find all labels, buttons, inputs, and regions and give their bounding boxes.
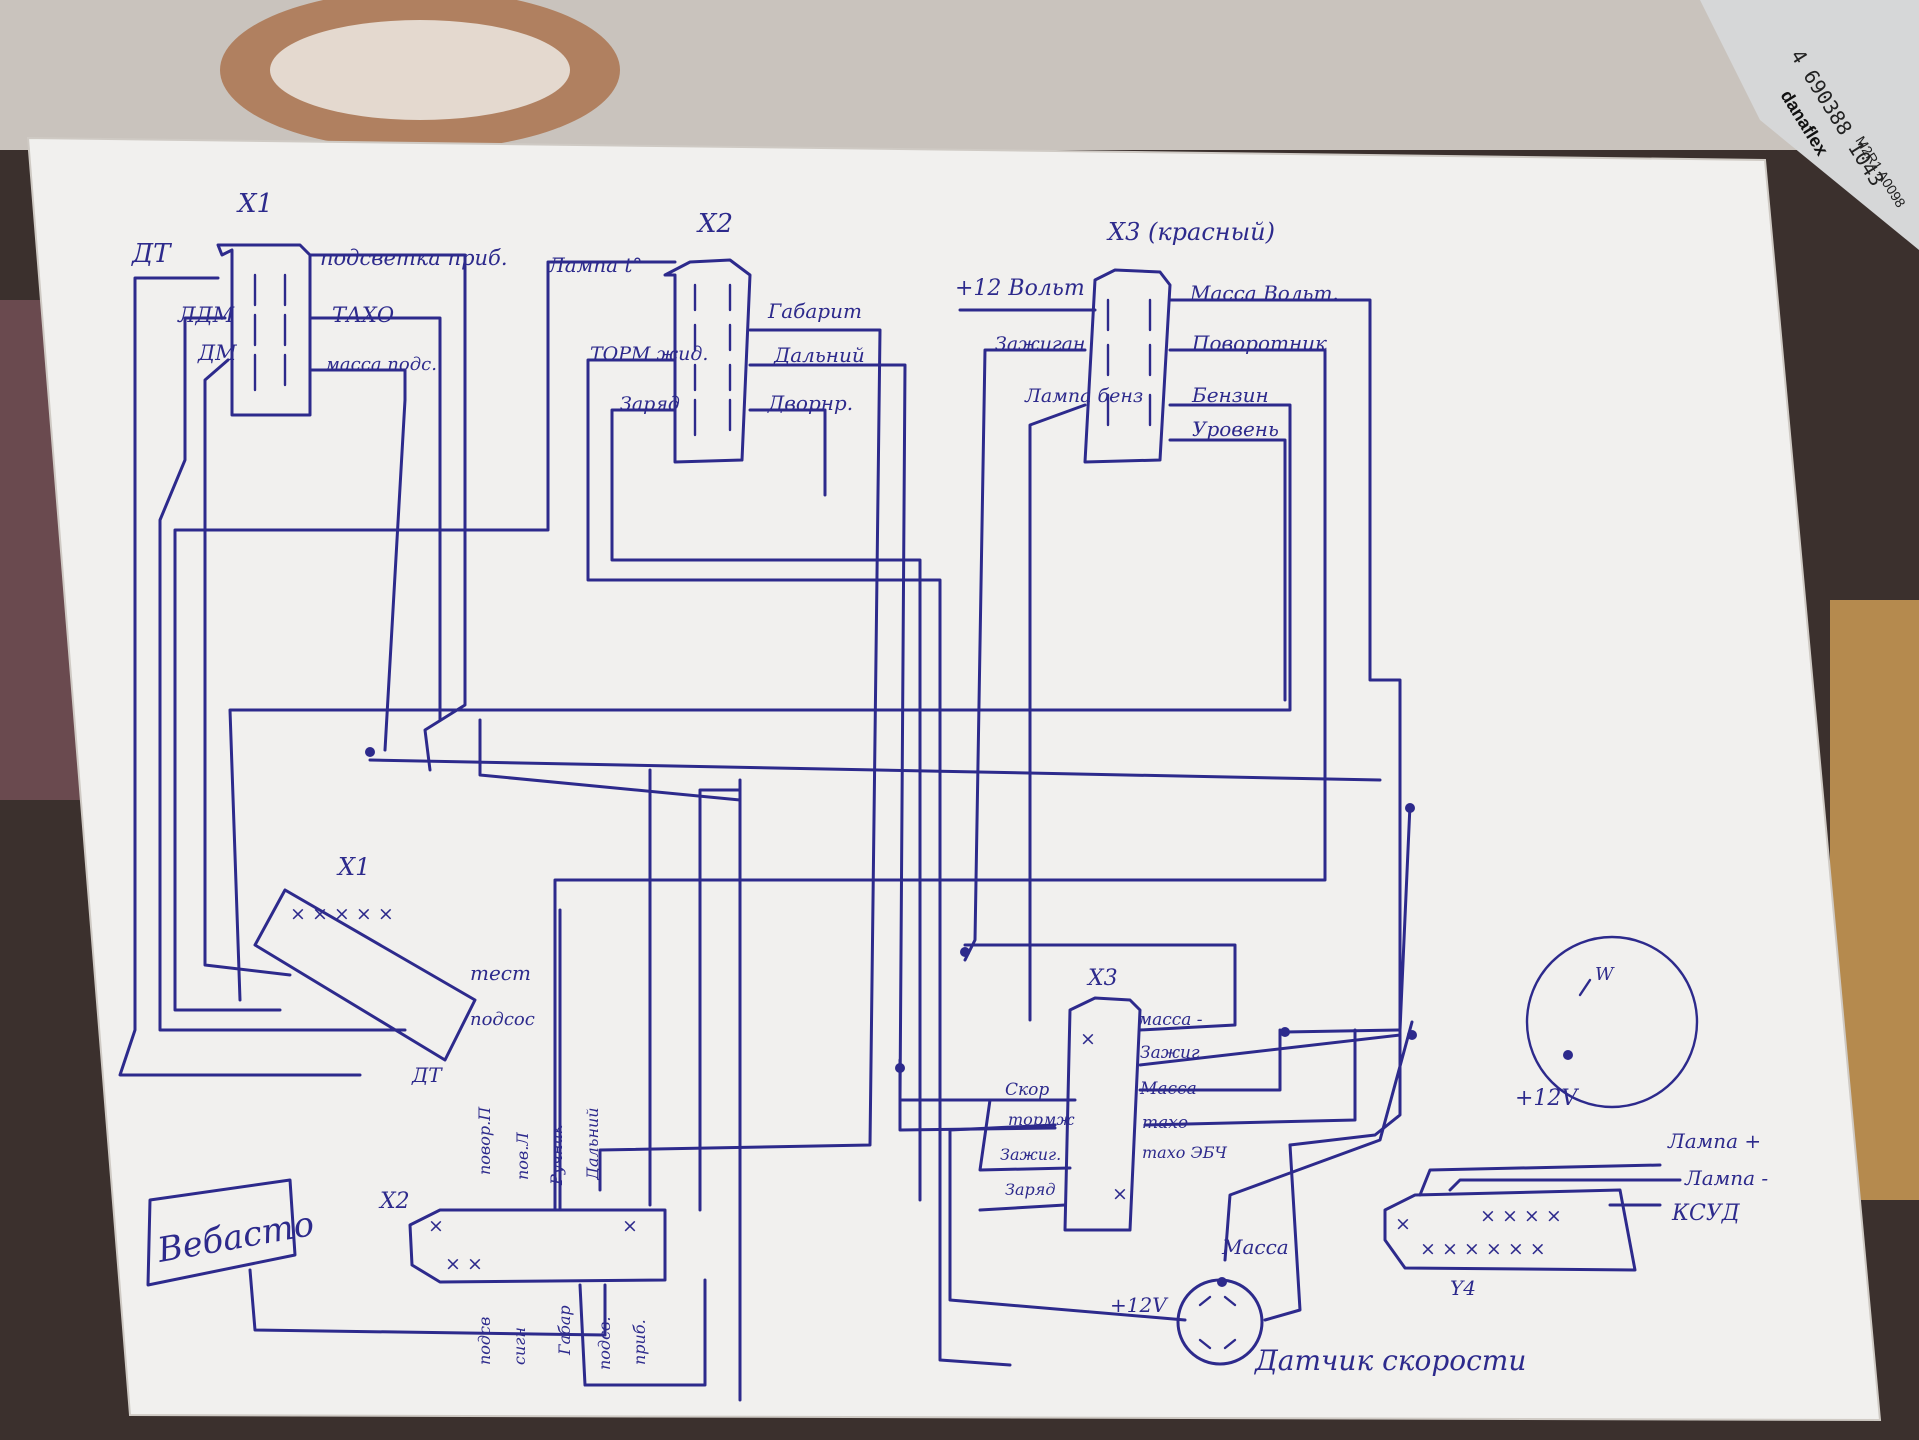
x1-pin-mass: масса подс. bbox=[325, 354, 437, 375]
x2-pin-charge: Заряд bbox=[620, 393, 680, 415]
package: 4 690388 1043 danaflex M2R1 A0098 bbox=[1700, 0, 1919, 250]
connector-x1-top: X1 ДТ ЛДМ ДМ подсветка приб. ТАХО масса … bbox=[131, 189, 508, 417]
x2b-pin-parking: Габар bbox=[555, 1305, 574, 1356]
speed-sensor-mass: Масса bbox=[1221, 1235, 1289, 1259]
connector-x3-top-title: X3 (красный) bbox=[1106, 218, 1275, 246]
x2b-pin-high-beam: Дальний bbox=[583, 1107, 602, 1181]
x3-pin-ignition: Зажиган bbox=[995, 333, 1085, 355]
x3-pin-fuel: Бензин bbox=[1191, 383, 1269, 407]
x3-pin-12v: +12 Вольт bbox=[955, 276, 1085, 301]
x2b-pin-turn-l: пов.Л bbox=[513, 1132, 532, 1180]
connector-x3-bottom-title: X3 bbox=[1086, 966, 1118, 991]
x3b-pin-mass-minus: масса - bbox=[1138, 1010, 1203, 1030]
x2b-pin-turn-r: повор.П bbox=[475, 1106, 494, 1175]
x2b-pin-signal: сигн bbox=[510, 1327, 529, 1365]
x3b-pin-ignition: Зажиг bbox=[1140, 1043, 1200, 1063]
gauge-12v-label: +12V bbox=[1515, 1086, 1579, 1111]
svg-text:× × × × ×: × × × × × bbox=[290, 903, 394, 925]
y4-pin-ksud: КСУД bbox=[1671, 1201, 1741, 1226]
y4-pin-lamp-minus: Лампа - bbox=[1684, 1166, 1768, 1190]
svg-text:× ×: × × bbox=[445, 1253, 483, 1275]
x1-pin-dm: ДМ bbox=[197, 341, 237, 365]
gauge-w-label: W bbox=[1595, 964, 1615, 985]
y4-pin-lamp-plus: Лампа + bbox=[1667, 1129, 1761, 1153]
connector-x1-bottom-title: X1 bbox=[336, 853, 370, 881]
x3b-pin-tacho-ecu: тахо ЭБЧ bbox=[1142, 1143, 1227, 1162]
svg-text:× × × ×: × × × × bbox=[1480, 1205, 1562, 1227]
svg-text:×: × bbox=[1395, 1213, 1411, 1235]
speed-sensor-label: Датчик скорости bbox=[1253, 1344, 1526, 1377]
x1-pin-ldm: ЛДМ bbox=[177, 303, 235, 327]
x3b-pin-ignition-l: Зажиг. bbox=[1000, 1145, 1061, 1164]
x1b-pin-dt: ДТ bbox=[411, 1063, 443, 1087]
svg-text:× × × × × ×: × × × × × × bbox=[1420, 1238, 1546, 1260]
x1b-pin-choke: подсос bbox=[470, 1009, 535, 1030]
connector-x2-bottom-title: X2 bbox=[378, 1189, 410, 1214]
x1b-pin-test: тест bbox=[470, 961, 531, 985]
connector-x2-bottom: X2 × × × × повор.П пов.Л Ручник Дальний … bbox=[378, 1106, 667, 1370]
x2-pin-parking-lights: Габарит bbox=[767, 299, 862, 323]
x3b-pin-brake: тормж bbox=[1008, 1110, 1075, 1129]
round-gauge: W +12V bbox=[1515, 935, 1699, 1111]
svg-text:×: × bbox=[428, 1215, 444, 1237]
speed-sensor: +12V Масса Датчик скорости bbox=[1110, 1235, 1526, 1377]
x3b-pin-charge: Заряд bbox=[1005, 1180, 1055, 1199]
x2b-pin-backlight-2: подсв. bbox=[595, 1317, 614, 1370]
x1-pin-dt: ДТ bbox=[131, 239, 172, 269]
x2-pin-lamp-t: Лампа t° bbox=[547, 253, 642, 277]
x1-pin-tacho: ТАХО bbox=[332, 303, 394, 327]
x3-pin-fuel-lamp: Лампа бенз bbox=[1024, 385, 1143, 407]
svg-text:×: × bbox=[622, 1215, 638, 1237]
connector-x3-bottom: X3 × × масса - Зажиг Масса тахо тахо ЭБЧ… bbox=[1000, 966, 1227, 1232]
connector-x1-top-title: X1 bbox=[236, 189, 273, 219]
svg-text:×: × bbox=[1112, 1183, 1128, 1205]
paper-sheet bbox=[26, 136, 1882, 1422]
x1-pin-backlight: подсветка приб. bbox=[320, 246, 508, 270]
connector-x1-bottom: X1 × × × × × тест подсос ДТ bbox=[253, 853, 535, 1087]
wires bbox=[118, 253, 1682, 1402]
connector-y4-title: Y4 bbox=[1450, 1276, 1476, 1300]
x2b-pin-backlight: подсв bbox=[475, 1317, 494, 1365]
connector-x2-top-title: X2 bbox=[696, 209, 733, 239]
x3b-pin-tacho: тахо bbox=[1142, 1113, 1188, 1133]
x3-pin-fuel-level: Уровень bbox=[1192, 417, 1279, 441]
svg-text:×: × bbox=[1080, 1028, 1096, 1050]
x2-pin-brake-fluid: ТОРМ жид. bbox=[590, 343, 708, 365]
x2-pin-high-beam: Дальний bbox=[773, 343, 865, 367]
x3b-pin-speed: Скор bbox=[1005, 1080, 1049, 1100]
connector-y4: × × × × × × × × × × × Y4 Лампа + Лампа -… bbox=[1383, 1129, 1768, 1300]
x2b-pin-instrument: приб. bbox=[630, 1319, 649, 1365]
